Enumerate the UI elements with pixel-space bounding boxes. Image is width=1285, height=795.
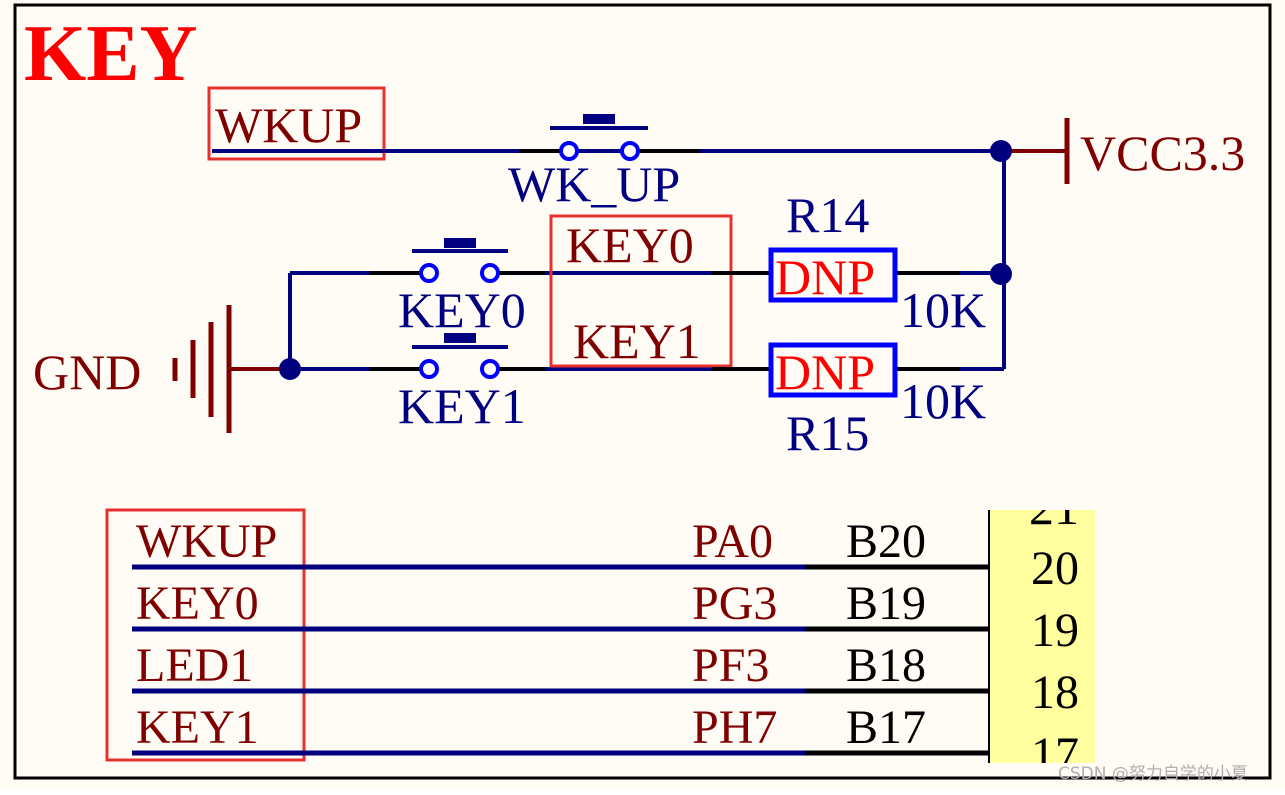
wkup-switch-pin-1 xyxy=(559,141,579,161)
r15-status: DNP xyxy=(775,344,875,400)
gnd-symbol xyxy=(172,305,232,433)
key0-switch-designator: KEY0 xyxy=(398,282,526,338)
connector-pin-number: 18 xyxy=(1031,666,1079,719)
connector-port-label: PF3 xyxy=(692,639,769,692)
connector-partial-pin-number: 21 xyxy=(1029,479,1079,535)
connector-port-label: PH7 xyxy=(692,701,777,754)
r15-designator: R15 xyxy=(786,405,869,461)
r14-designator: R14 xyxy=(786,187,869,243)
key1-switch-designator: KEY1 xyxy=(398,378,526,434)
wkup-switch-plunger xyxy=(583,114,615,124)
connector-pin-number: 20 xyxy=(1031,542,1079,595)
connector-pin-label: B18 xyxy=(846,639,926,692)
sheet-frame xyxy=(13,3,1272,780)
connector-port-label: PG3 xyxy=(692,577,777,630)
connector-header-body xyxy=(989,510,1095,763)
connector-net-label: KEY1 xyxy=(136,701,259,754)
connector-port-label: PA0 xyxy=(692,515,773,568)
key0-switch-pin-2 xyxy=(480,263,500,283)
wkup-switch-designator: WK_UP xyxy=(508,156,680,212)
r14-status: DNP xyxy=(775,249,875,305)
connector-net-label: WKUP xyxy=(136,515,277,568)
key1-switch-plunger xyxy=(444,333,476,343)
wkup-netlabel-highlight xyxy=(207,86,386,161)
gnd-label: GND xyxy=(33,344,141,400)
connector-pin-label: B20 xyxy=(846,515,926,568)
vcc-junction-top xyxy=(990,140,1012,162)
key1-netlabel: KEY1 xyxy=(573,313,701,369)
key0-netlabel: KEY0 xyxy=(566,217,694,273)
wkup-netlabel: WKUP xyxy=(215,97,362,153)
vcc-label: VCC3.3 xyxy=(1080,125,1245,181)
connector-pin-number: 17 xyxy=(1031,728,1079,781)
key1-switch-pin-1 xyxy=(419,359,439,379)
key1-switch-pin-2 xyxy=(480,359,500,379)
connector-pin-label: B19 xyxy=(846,577,926,630)
r14-body xyxy=(768,247,898,303)
connector-net-label: LED1 xyxy=(136,639,253,692)
watermark: CSDN @努力自学的小夏 xyxy=(1058,764,1248,784)
key-netlabels-highlight xyxy=(549,214,733,368)
connector-net-label: KEY0 xyxy=(136,577,259,630)
wkup-switch-pin-2 xyxy=(620,141,640,161)
connector-nets-highlight xyxy=(105,508,306,762)
r15-value: 10K xyxy=(900,373,986,429)
key0-switch-pin-1 xyxy=(419,263,439,283)
connector-pin-number: 19 xyxy=(1031,604,1079,657)
schematic-title: KEY xyxy=(24,10,197,98)
r14-value: 10K xyxy=(900,282,986,338)
gnd-junction xyxy=(279,358,301,380)
key0-switch-plunger xyxy=(444,238,476,248)
r15-body xyxy=(768,342,898,398)
wkup-switch xyxy=(520,114,648,161)
connector-pin-label: B17 xyxy=(846,701,926,754)
